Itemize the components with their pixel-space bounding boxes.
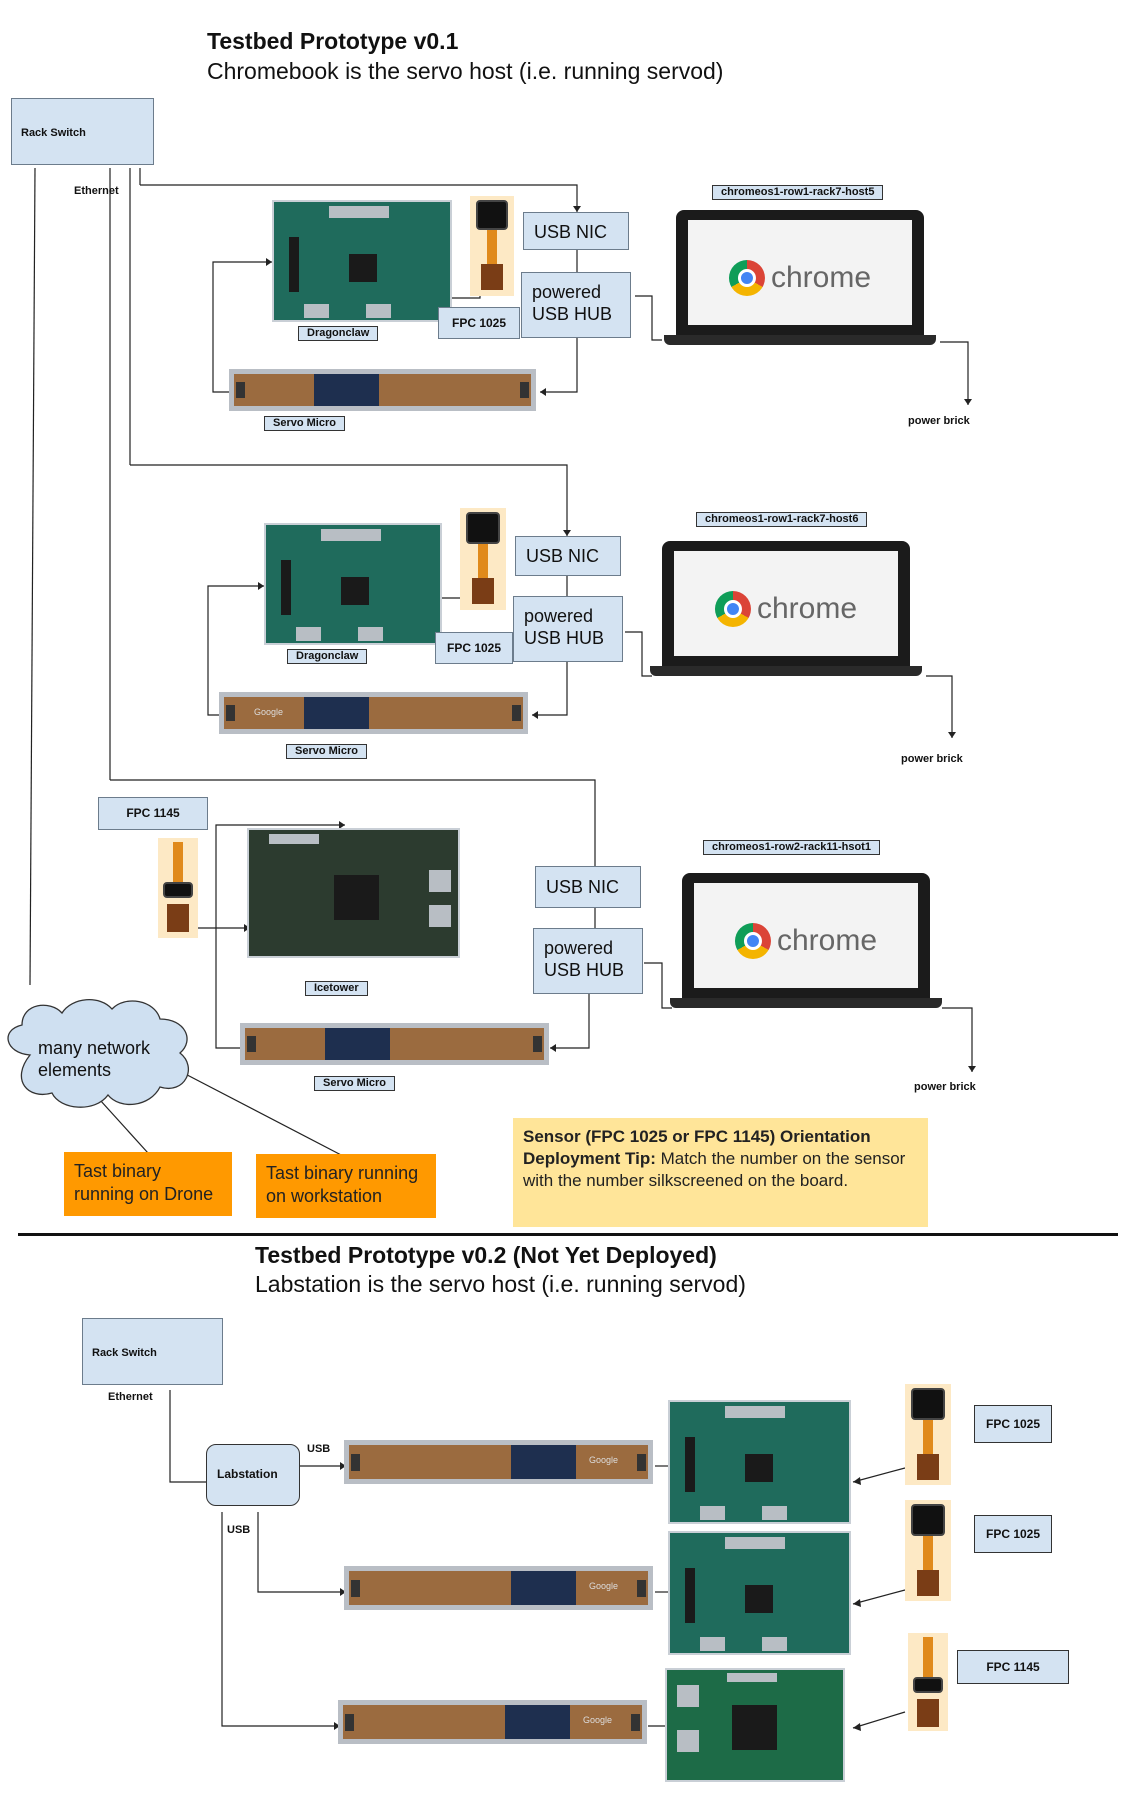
host-label: chromeos1-row1-rack7-host6 bbox=[696, 512, 868, 527]
ethernet-label: Ethernet bbox=[74, 185, 119, 197]
power-brick-label: power brick bbox=[914, 1081, 976, 1093]
usb-nic-box: USB NIC bbox=[523, 212, 629, 250]
fpc-sensor-image bbox=[158, 838, 198, 938]
chromebook-image: chrome bbox=[670, 873, 942, 1008]
power-brick-label: power brick bbox=[901, 753, 963, 765]
cloud-shape bbox=[7, 998, 190, 1108]
servo-micro-image: Google bbox=[338, 1700, 647, 1744]
fpc-sensor-image bbox=[460, 508, 506, 610]
rack-switch-v02: Rack Switch bbox=[82, 1318, 223, 1385]
dragonclaw-board-image bbox=[668, 1531, 851, 1655]
labstation-box: Labstation bbox=[206, 1444, 300, 1506]
chrome-word: chrome bbox=[756, 591, 858, 625]
fpc-sensor-label: FPC 1025 bbox=[435, 632, 513, 664]
usb-hub-box: powered USB HUB bbox=[521, 272, 631, 338]
usb-nic-box: USB NIC bbox=[535, 866, 641, 908]
usb-label: USB bbox=[307, 1443, 331, 1455]
dragonclaw-board-image bbox=[264, 523, 442, 645]
host-label: chromeos1-row1-rack7-host5 bbox=[712, 185, 884, 200]
chrome-word: chrome bbox=[770, 260, 872, 294]
host-label: chromeos1-row2-rack11-hsot1 bbox=[703, 840, 880, 855]
fpc-sensor-label: FPC 1145 bbox=[98, 797, 208, 830]
google-print: Google bbox=[254, 706, 284, 717]
tip-body: Match the number on the sensor with the … bbox=[523, 1149, 906, 1190]
tast-workstation-box: Tast binary running on workstation bbox=[256, 1154, 436, 1218]
servo-micro-image: Google bbox=[219, 692, 528, 734]
v02-subtitle: Labstation is the servo host (i.e. runni… bbox=[255, 1271, 746, 1297]
v01-title: Testbed Prototype v0.1 bbox=[207, 28, 459, 54]
cloud-label: many network elements bbox=[38, 1038, 151, 1080]
fpc-sensor-image bbox=[470, 196, 514, 296]
fpc-sensor-image bbox=[905, 1384, 951, 1485]
rack-switch-label: Rack Switch bbox=[21, 127, 86, 139]
icetower-board-image bbox=[665, 1668, 845, 1782]
rack-switch-v01: Rack Switch bbox=[11, 98, 154, 165]
icetower-board-image bbox=[247, 828, 460, 958]
chromebook-image: chrome bbox=[664, 210, 936, 345]
tip-heading: Sensor (FPC 1025 or FPC 1145) Orientatio… bbox=[523, 1127, 871, 1168]
fpc-sensor-label: FPC 1145 bbox=[957, 1650, 1069, 1684]
fpc-sensor-label: FPC 1025 bbox=[974, 1515, 1052, 1553]
usb-label: USB bbox=[227, 1524, 251, 1536]
servo-micro-image: Google bbox=[344, 1440, 653, 1484]
usb-hub-box: powered USB HUB bbox=[513, 596, 623, 662]
dragonclaw-board-image bbox=[272, 200, 452, 322]
servo-micro-label: Servo Micro bbox=[264, 416, 345, 431]
chrome-word: chrome bbox=[776, 923, 878, 957]
v02-title: Testbed Prototype v0.2 (Not Yet Deployed… bbox=[255, 1242, 717, 1268]
servo-micro-label: Servo Micro bbox=[314, 1076, 395, 1091]
power-brick-label: power brick bbox=[908, 415, 970, 427]
servo-micro-label: Servo Micro bbox=[286, 744, 367, 759]
google-print: Google bbox=[588, 1455, 618, 1466]
section-divider bbox=[18, 1233, 1118, 1236]
chromebook-image: chrome bbox=[650, 541, 922, 676]
chrome-icon bbox=[728, 259, 765, 296]
chrome-icon bbox=[714, 590, 751, 627]
dragonclaw-board-image bbox=[668, 1400, 851, 1524]
servo-micro-image: Google bbox=[344, 1566, 653, 1610]
rack-switch-label: Rack Switch bbox=[92, 1347, 157, 1359]
google-print: Google bbox=[582, 1715, 612, 1726]
fpc-sensor-label: FPC 1025 bbox=[438, 307, 520, 339]
ethernet-label: Ethernet bbox=[108, 1391, 153, 1403]
usb-hub-box: powered USB HUB bbox=[533, 928, 643, 994]
dragonclaw-label: Dragonclaw bbox=[287, 649, 368, 664]
deployment-tip: Sensor (FPC 1025 or FPC 1145) Orientatio… bbox=[513, 1118, 928, 1227]
google-print: Google bbox=[588, 1581, 618, 1592]
fpc-sensor-label: FPC 1025 bbox=[974, 1405, 1052, 1443]
servo-micro-image bbox=[229, 369, 536, 411]
fpc-sensor-image bbox=[905, 1500, 951, 1601]
servo-micro-image bbox=[240, 1023, 549, 1065]
icetower-label: Icetower bbox=[305, 981, 368, 996]
tast-drone-box: Tast binary running on Drone bbox=[64, 1152, 232, 1216]
chrome-icon bbox=[734, 922, 771, 959]
v01-subtitle: Chromebook is the servo host (i.e. runni… bbox=[207, 58, 724, 84]
fpc-sensor-image bbox=[908, 1633, 948, 1731]
dragonclaw-label: Dragonclaw bbox=[298, 326, 379, 341]
usb-nic-box: USB NIC bbox=[515, 536, 621, 576]
